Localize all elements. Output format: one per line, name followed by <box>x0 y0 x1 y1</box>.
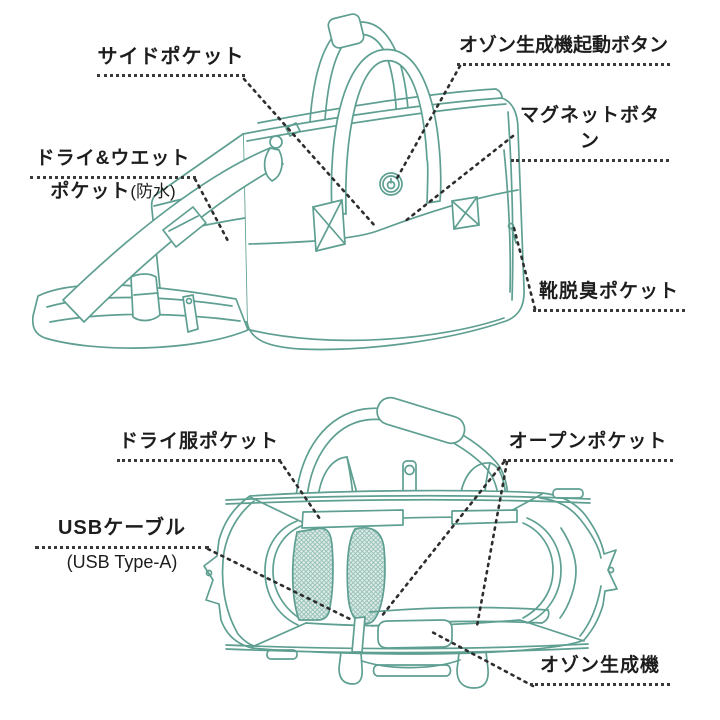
ozone-generator-box <box>377 619 453 649</box>
label-ozone-generator-text: オゾン生成機 <box>530 653 670 686</box>
leader-ozone-generator <box>430 630 535 688</box>
strap-end <box>130 273 161 322</box>
bottom-handle <box>338 651 489 689</box>
usb-cable-plug <box>351 616 366 653</box>
shoe-pocket-zipper <box>503 111 517 301</box>
leader-magnet-button <box>402 134 515 224</box>
bottom-view-bag-illustration <box>203 396 618 689</box>
label-ozone-start-button-text: オゾン生成機起動ボタン <box>457 33 670 66</box>
handle-grip-wrap <box>376 396 466 445</box>
label-magnet-button: マグネットボタン <box>511 103 669 162</box>
shoulder-strap <box>62 122 301 323</box>
label-ozone-start-button: オゾン生成機起動ボタン <box>457 33 670 66</box>
strap-ring <box>269 135 283 149</box>
label-dry-wet-pocket-line2: ポケット(防水) <box>50 181 176 202</box>
label-ozone-generator: オゾン生成機 <box>530 653 670 686</box>
webbing-patch-right <box>451 196 480 230</box>
leader-dry-wet-pocket <box>193 177 230 243</box>
inner-left-pocket <box>264 520 303 626</box>
rim-lines <box>225 494 591 654</box>
label-open-pocket: オープンポケット <box>503 429 673 462</box>
leader-dry-clothes-pocket <box>278 459 322 521</box>
strap-hook <box>263 147 283 182</box>
label-dry-wet-pocket: ドライ&ウエット ポケット(防水) <box>30 146 196 205</box>
leader-open-pocket-b <box>475 460 509 628</box>
label-usb-cable: USBケーブル (USB Type-A) <box>35 515 209 576</box>
mesh-pocket-left <box>291 527 334 621</box>
label-open-pocket-text: オープンポケット <box>503 429 673 462</box>
label-dry-clothes-pocket: ドライ服ポケット <box>117 429 281 462</box>
leader-usb-cable <box>206 547 356 623</box>
label-shoe-deodorizing-pocket-text: 靴脱臭ポケット <box>533 279 685 312</box>
leader-side-pocket <box>242 77 377 228</box>
leader-ozone-button <box>394 64 462 182</box>
inner-right-pocket <box>522 517 577 624</box>
top-handle-arch <box>295 396 509 498</box>
label-dry-clothes-pocket-text: ドライ服ポケット <box>117 429 281 462</box>
handle-grip-wrap <box>327 13 365 49</box>
label-dry-wet-pocket-line1: ドライ&ウエット <box>30 146 196 179</box>
corner-tab-bottom-left <box>266 649 298 660</box>
label-side-pocket-text: サイドポケット <box>97 44 245 77</box>
label-usb-cable-line2: (USB Type-A) <box>66 552 178 572</box>
leader-lines <box>193 64 537 688</box>
label-side-pocket: サイドポケット <box>97 44 245 77</box>
mesh-pocket-right <box>346 527 386 625</box>
leader-shoe-pocket <box>512 226 537 311</box>
handle-front <box>327 13 442 215</box>
top-view-bag-illustration <box>31 13 525 351</box>
label-shoe-deodorizing-pocket: 靴脱臭ポケット <box>533 279 685 312</box>
far-wall-pocket-left <box>301 509 404 529</box>
webbing-patch-left <box>312 199 346 252</box>
interior <box>249 493 585 653</box>
bag-body <box>242 88 525 351</box>
label-magnet-button-text: マグネットボタン <box>511 103 669 162</box>
leader-open-pocket-a <box>379 460 506 619</box>
corner-tab-top-right <box>552 488 584 499</box>
label-usb-cable-line1: USBケーブル <box>35 515 209 549</box>
